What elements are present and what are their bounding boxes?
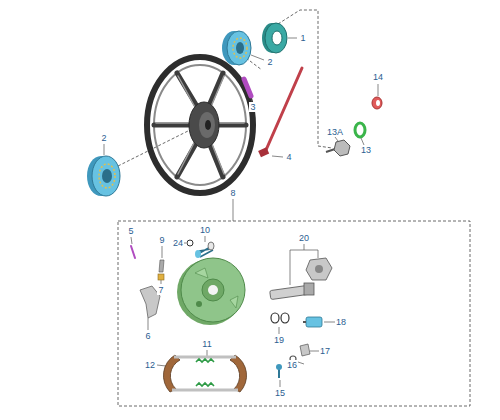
callout-number: 17	[319, 346, 331, 356]
callout-number: 18	[335, 317, 347, 327]
callout-number: 9	[158, 235, 165, 245]
callout-number: 8	[229, 188, 236, 198]
callout-number: 10	[199, 225, 211, 235]
callout-number: 15	[274, 388, 286, 398]
callout-number: 13A	[326, 127, 344, 137]
callout-number: 16	[286, 360, 298, 370]
callout-number: 2	[266, 57, 273, 67]
callout-number: 3	[249, 102, 256, 112]
callout-number: 14	[372, 72, 384, 82]
callout-number: 19	[273, 335, 285, 345]
callout-number: 20	[298, 233, 310, 243]
callout-number: 4	[285, 152, 292, 162]
callout-number: 13	[360, 145, 372, 155]
callout-number: 24	[172, 238, 184, 248]
callout-number: 6	[144, 331, 151, 341]
callout-number: 7	[157, 285, 164, 295]
callout-number: 12	[144, 360, 156, 370]
callout-number: 5	[127, 226, 134, 236]
callout-number: 1	[299, 33, 306, 43]
callout-number: 2	[100, 133, 107, 143]
callout-number: 11	[201, 339, 212, 349]
